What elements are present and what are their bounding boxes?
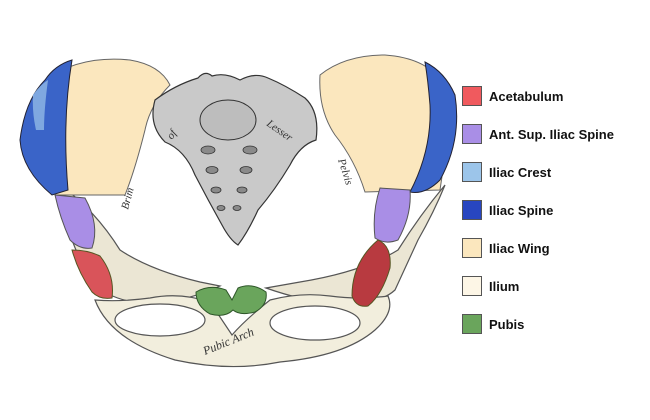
legend-item-iliac-spine: Iliac Spine	[462, 198, 553, 222]
legend-label: Iliac Wing	[489, 240, 550, 256]
ant-sup-iliac-spine-left	[54, 194, 96, 249]
iliac-crest-light-left	[32, 80, 48, 130]
legend-item-iliac-wing: Iliac Wing	[462, 236, 550, 260]
iliac-crest-left	[19, 59, 73, 196]
legend-item-iliac-crest: Iliac Crest	[462, 160, 551, 184]
legend-swatch	[462, 162, 482, 182]
legend-label: Iliac Spine	[489, 202, 554, 218]
legend-swatch	[462, 276, 482, 296]
legend-label: Pubis	[489, 316, 525, 332]
legend-label: Ilium	[489, 278, 520, 294]
legend-swatch	[462, 124, 482, 144]
legend-swatch	[462, 314, 482, 334]
ant-sup-iliac-spine-right	[373, 187, 411, 243]
sacral-foramina	[200, 145, 258, 211]
acetabulum-left	[71, 249, 113, 299]
sacrum	[152, 72, 318, 246]
acetabulum-right	[351, 239, 391, 307]
iliac-crest-right	[409, 61, 458, 193]
legend-swatch	[462, 200, 482, 220]
legend-label: Iliac Crest	[489, 164, 552, 180]
legend-item-acetabulum: Acetabulum	[462, 84, 563, 108]
legend-item-pubis: Pubis	[462, 312, 524, 336]
pubis	[195, 285, 267, 316]
legend-label: Acetabulum	[489, 88, 564, 104]
legend-swatch	[462, 86, 482, 106]
legend-swatch	[462, 238, 482, 258]
label-brim: Brim	[119, 186, 136, 210]
legend-item-ant-sup-iliac-spine: Ant. Sup. Iliac Spine	[462, 122, 614, 146]
legend-item-ilium: Ilium	[462, 274, 519, 298]
sacrum-body	[199, 99, 257, 141]
legend-label: Ant. Sup. Iliac Spine	[489, 126, 614, 142]
